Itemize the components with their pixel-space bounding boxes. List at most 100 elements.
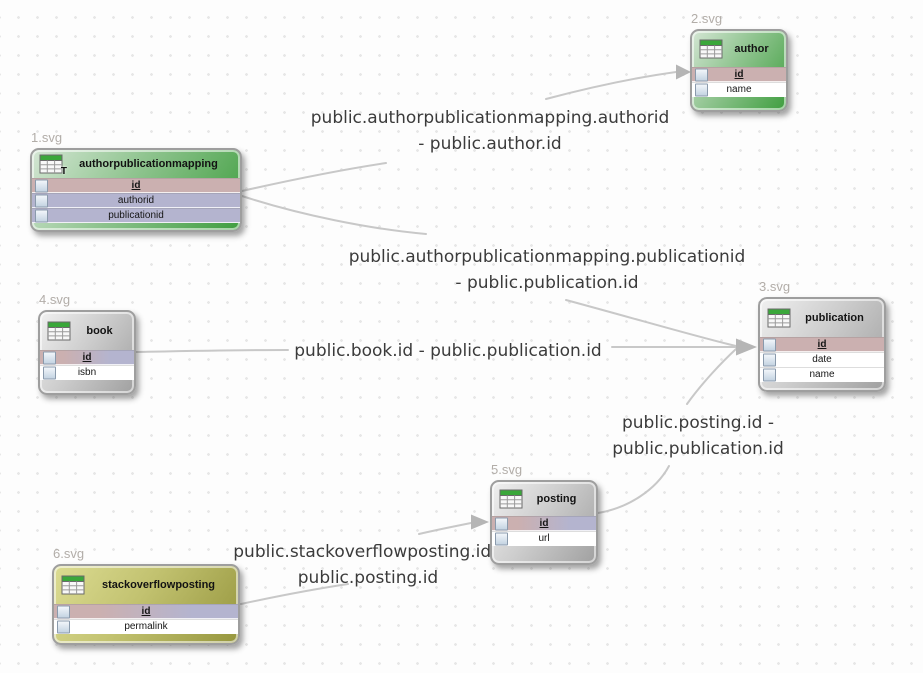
table-book[interactable]: 4.svg book id isbn — [38, 292, 136, 395]
relationship-label-line: public.book.id - public.publication.id — [294, 341, 602, 361]
table-title: stackoverflowposting — [101, 579, 216, 591]
table-row: name — [760, 367, 884, 382]
table-row: authorid — [32, 193, 240, 208]
checkbox-icon — [763, 353, 776, 366]
file-label: 5.svg — [491, 462, 523, 477]
column-name: url — [538, 532, 550, 544]
relationship-label-line: public.posting.id — [297, 568, 439, 588]
table-stackoverflowposting[interactable]: 6.svg stackoverflowposting id permalink — [52, 546, 240, 645]
checkbox-icon — [695, 83, 708, 96]
file-label: 3.svg — [759, 279, 791, 294]
line-posting-publication-upper — [686, 348, 737, 405]
file-label: 1.svg — [31, 130, 63, 145]
column-name: id — [141, 605, 151, 617]
table-publication[interactable]: 3.svg publication id date name — [758, 279, 886, 392]
table-icon: T — [39, 154, 67, 177]
relationship-label-line: public.authorpublicationmapping.publicat… — [348, 247, 746, 267]
file-label: 2.svg — [691, 11, 723, 26]
relationship-label-apm-publication: public.authorpublicationmapping.publicat… — [327, 244, 767, 296]
table-authorpublicationmapping[interactable]: 1.svg T authorpublicationmapping id auth… — [30, 130, 242, 232]
table-header: posting — [492, 482, 596, 516]
column-name: name — [726, 83, 752, 95]
relationship-label-line: public.authorpublicationmapping.authorid — [310, 108, 670, 128]
checkbox-icon — [35, 209, 48, 222]
line-book-publication-left — [135, 349, 289, 353]
column-name: name — [809, 368, 835, 380]
table-row: id — [54, 604, 238, 619]
column-name: id — [82, 351, 92, 363]
column-name: id — [539, 517, 549, 529]
table-row: publicationid — [32, 208, 240, 223]
line-posting-publication-lower — [597, 465, 670, 514]
column-name: id — [817, 338, 827, 350]
checkbox-icon — [695, 68, 708, 81]
table-title: posting — [536, 493, 577, 505]
column-name: isbn — [77, 366, 97, 378]
checkbox-icon — [35, 194, 48, 207]
column-name: id — [734, 68, 744, 80]
table-icon — [767, 308, 791, 328]
line-sop-posting-left — [240, 583, 349, 605]
line-sop-posting-right — [418, 522, 472, 535]
column-name: authorid — [117, 194, 155, 206]
table-title: publication — [805, 312, 864, 324]
relationship-label-sop-posting: public.stackoverflowposting.id - public.… — [218, 539, 518, 591]
column-name: permalink — [124, 620, 168, 632]
table-icon — [499, 489, 523, 509]
table-icon-letter-t: T — [60, 166, 67, 177]
table-header: author — [692, 31, 786, 67]
column-name: publicationid — [108, 209, 164, 221]
line-apm-author-left — [241, 162, 387, 192]
table-row: id — [692, 67, 786, 82]
table-author[interactable]: 2.svg author id name — [690, 11, 788, 112]
table-icon — [61, 575, 85, 595]
relationship-label-line: public.stackoverflowposting.id - — [233, 542, 503, 562]
table-row: id — [492, 516, 596, 531]
table-row: permalink — [54, 619, 238, 634]
table-row: id — [760, 337, 884, 352]
table-footer — [40, 380, 134, 393]
table-title: book — [86, 325, 113, 337]
table-row: id — [40, 350, 134, 365]
relationship-label-line: public.posting.id - — [621, 413, 774, 433]
table-icon — [699, 39, 723, 59]
arrowhead-publication — [736, 338, 757, 356]
checkbox-icon — [57, 620, 70, 633]
column-name: id — [131, 179, 141, 191]
checkbox-icon — [763, 368, 776, 381]
checkbox-icon — [495, 532, 508, 545]
table-header: publication — [760, 299, 884, 337]
table-footer — [32, 223, 240, 230]
table-row: id — [32, 178, 240, 193]
table-row: isbn — [40, 365, 134, 380]
arrowhead-posting — [471, 514, 489, 530]
arrowhead-author — [676, 64, 691, 80]
table-icon — [47, 321, 71, 341]
table-header: T authorpublicationmapping — [32, 150, 240, 178]
relationship-label-line: public.publication.id — [612, 439, 784, 459]
relationship-label-posting-publication: public.posting.id - public.publication.i… — [588, 410, 808, 462]
file-label: 6.svg — [53, 546, 85, 561]
table-title: author — [734, 43, 769, 55]
line-apm-author-right — [545, 71, 677, 100]
table-title: authorpublicationmapping — [79, 158, 218, 170]
line-apm-publication-left — [241, 195, 427, 235]
table-posting[interactable]: 5.svg posting id url — [490, 462, 598, 565]
relationship-label-line: - public.publication.id — [455, 273, 639, 293]
relationship-label-book-publication: public.book.id - public.publication.id — [288, 338, 608, 364]
table-footer — [692, 97, 786, 110]
table-footer — [492, 546, 596, 563]
file-label: 4.svg — [39, 292, 71, 307]
table-row: date — [760, 352, 884, 367]
checkbox-icon — [43, 351, 56, 364]
checkbox-icon — [35, 179, 48, 192]
table-header: book — [40, 312, 134, 350]
table-footer — [54, 634, 238, 643]
checkbox-icon — [57, 605, 70, 618]
checkbox-icon — [43, 366, 56, 379]
table-footer — [760, 382, 884, 390]
relationship-label-line: - public.author.id — [418, 134, 562, 154]
table-row: name — [692, 82, 786, 97]
